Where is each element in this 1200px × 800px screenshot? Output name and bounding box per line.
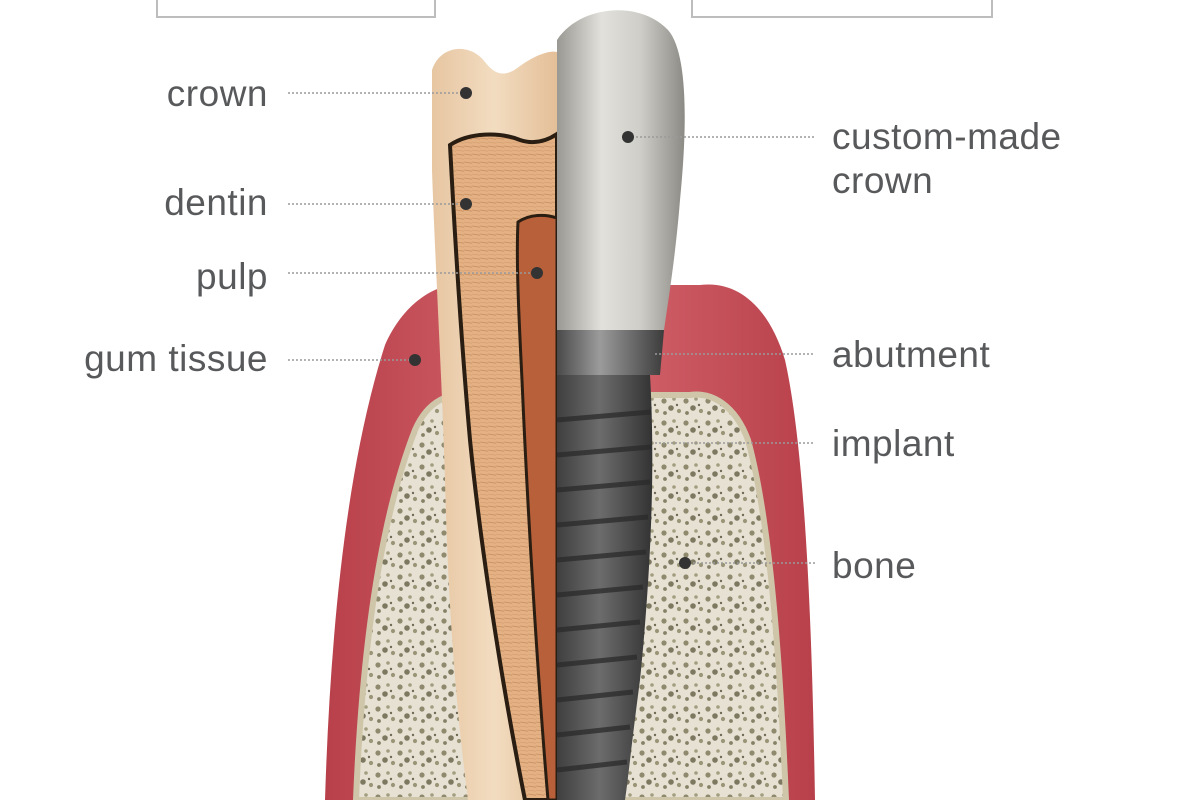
marker-custom-crown (622, 131, 634, 143)
abutment-shape (557, 330, 664, 375)
implant-threads (556, 409, 652, 773)
marker-gum-tissue (409, 354, 421, 366)
marker-crown (460, 87, 472, 99)
custom-crown-shape (557, 10, 685, 331)
header-box-right (691, 0, 993, 18)
marker-dentin (460, 198, 472, 210)
label-pulp: pulp (196, 256, 268, 297)
label-custom-crown-line2: crown (832, 160, 934, 201)
label-abutment: abutment (832, 334, 991, 375)
label-bone: bone (832, 545, 917, 586)
label-gum-tissue: gum tissue (84, 338, 268, 379)
marker-bone (679, 557, 691, 569)
label-implant: implant (832, 423, 955, 464)
implant-assembly (556, 10, 685, 800)
natural-tooth (432, 48, 559, 800)
label-custom-crown-line1: custom-made (832, 116, 1062, 157)
label-dentin: dentin (164, 182, 268, 223)
header-box-left (156, 0, 436, 18)
marker-dots (409, 87, 691, 569)
label-crown: crown (166, 73, 268, 114)
marker-pulp (531, 267, 543, 279)
leader-lines (288, 92, 815, 564)
